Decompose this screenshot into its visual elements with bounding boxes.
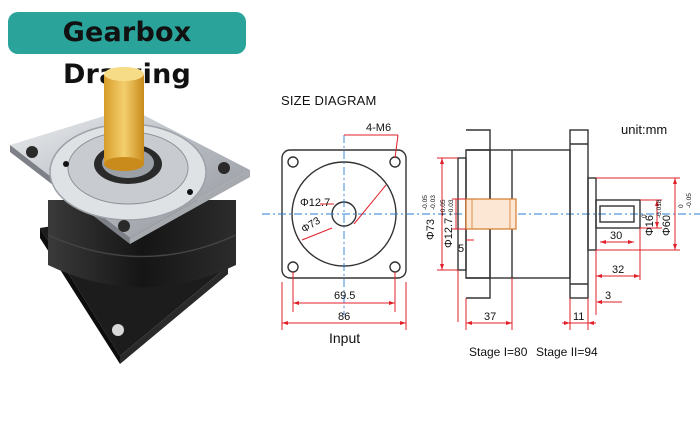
gearbox-photo bbox=[10, 67, 250, 364]
boss-tol-lower: -0.05 bbox=[686, 193, 693, 208]
pilot-dia: Φ73 bbox=[425, 219, 437, 240]
technical-drawing: 4-M6 Φ12.7 Φ73 69.5 86 bbox=[262, 122, 700, 330]
pilot-depth: 5 bbox=[458, 243, 464, 255]
input-length: 37 bbox=[484, 311, 496, 323]
pilot-tol-lower: -0.03 bbox=[430, 195, 437, 210]
title-badge: Gearbox Drawing bbox=[8, 12, 246, 90]
boss-tol-upper: 0 bbox=[678, 204, 685, 208]
stage-2-label: Stage II=94 bbox=[536, 345, 598, 359]
unit-label: unit:mm bbox=[621, 122, 668, 137]
bore-tol-upper: +0.05 bbox=[440, 199, 447, 216]
bore-tol-lower: +0.03 bbox=[448, 199, 455, 216]
flange-width: 86 bbox=[338, 311, 350, 323]
shaft-dia: Φ16 bbox=[644, 215, 656, 236]
shaft-tol-lower: -0.018 bbox=[656, 199, 663, 218]
hole-callout: 4-M6 bbox=[366, 122, 391, 134]
boss-height: 3 bbox=[605, 290, 611, 302]
pilot-tol-upper: -0.05 bbox=[422, 195, 429, 210]
key-length: 30 bbox=[610, 230, 622, 242]
shaft-tol-upper: 0 bbox=[641, 214, 648, 218]
stage-1-label: Stage I=80 bbox=[469, 345, 528, 359]
hole-spacing: 69.5 bbox=[334, 290, 355, 302]
front-bore-dia: Φ12.7 bbox=[300, 197, 330, 209]
boss-dia: Φ60 bbox=[661, 215, 673, 236]
shaft-length: 32 bbox=[612, 264, 624, 276]
side-bore-dia: Φ12.7 bbox=[443, 218, 455, 248]
size-diagram-label: SIZE DIAGRAM bbox=[281, 93, 377, 108]
input-label: Input bbox=[329, 330, 361, 346]
flange-thickness: 11 bbox=[573, 311, 584, 323]
front-pcd: Φ73 bbox=[299, 215, 323, 236]
